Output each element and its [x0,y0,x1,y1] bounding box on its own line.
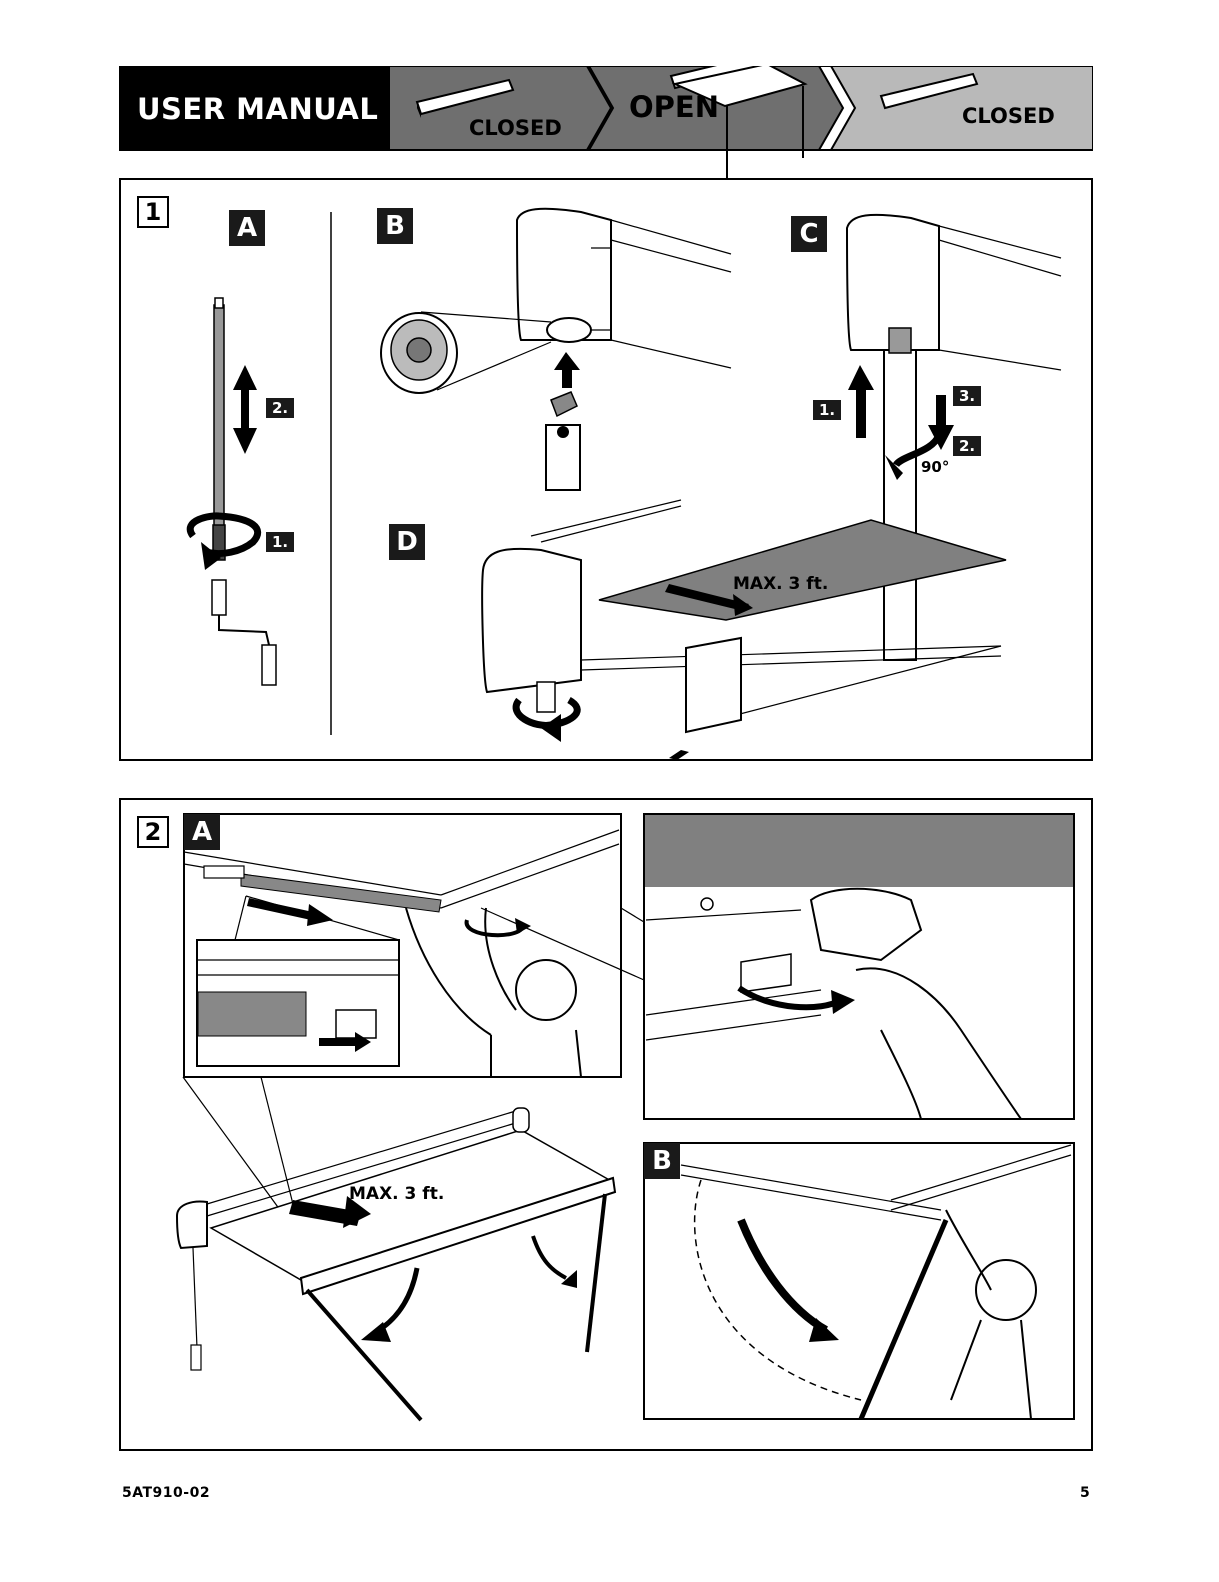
panel-label-a: A [184,814,220,850]
document-code: 5AT910-02 [122,1485,210,1501]
crank-rod-illustration [212,298,276,685]
action-tag: 2. [266,398,294,418]
step-1-panel: 1 A B C D 2. 1. 1. 3. 2. 90° MAX. 3 ft. [119,178,1093,761]
step-label-closed-final: CLOSED [962,104,1055,128]
panel-label-c: C [791,216,827,252]
max-extension-note: MAX. 3 ft. [349,1184,444,1204]
up-down-arrow-icon [233,365,257,454]
step-number: 2 [137,816,169,848]
panel-label-a: A [229,210,265,246]
step-2-illustrations [121,800,1091,1449]
header-banner: USER MANUAL CLOSED OPEN CLOSED [119,66,1093,150]
awning-end-cap-illustration [381,209,731,490]
awning-extend-illustration [482,500,1006,759]
panel-label-b: B [644,1143,680,1179]
manual-title: USER MANUAL [137,92,378,126]
max-extension-note: MAX. 3 ft. [733,574,828,594]
action-tag: 1. [266,532,294,552]
up-arrow-icon [848,365,874,438]
step-label-closed: CLOSED [469,116,562,140]
open-awning-illustration [177,1077,615,1449]
step-number: 1 [137,196,169,228]
rotation-angle: 90° [921,458,949,476]
panel-label-b: B [377,208,413,244]
page-number: 5 [1080,1485,1090,1501]
action-tag: 2. [953,436,981,456]
action-tag: 3. [953,386,981,406]
banner-graphic [119,66,1093,186]
panel-label-d: D [389,524,425,560]
step-2-panel: 2 A B MAX. 3 ft. [119,798,1093,1451]
step-label-open: OPEN [629,90,719,124]
action-tag: 1. [813,400,841,420]
